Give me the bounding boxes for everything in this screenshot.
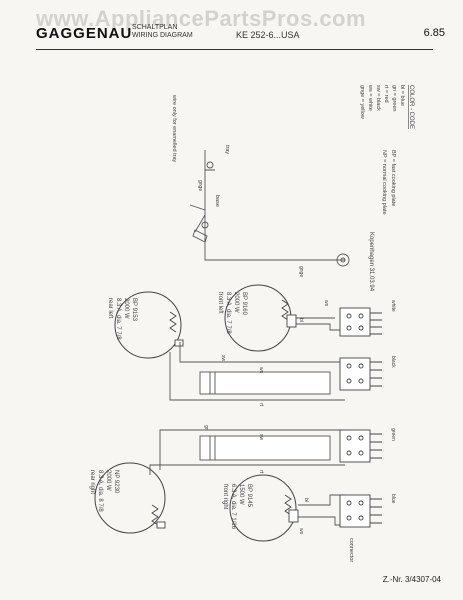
wire-label-ws-3: ws xyxy=(298,528,304,535)
svg-text:front left: front left xyxy=(217,292,223,314)
switches xyxy=(339,307,382,528)
page-header: GAGGENAU SCHALTPLAN WIRING DIAGRAM KE 25… xyxy=(36,22,445,48)
notes: BP = fast cooking plate NP = normal cook… xyxy=(381,150,396,215)
color-code-rt: rt = red xyxy=(383,85,389,103)
wire-label-sw-1: sw xyxy=(220,355,226,362)
svg-text:8.3 A, dia. 7 7/8: 8.3 A, dia. 7 7/8 xyxy=(115,298,121,340)
watermark: www.AppliancePartsPros.com xyxy=(36,6,367,31)
base-label: base xyxy=(214,195,220,207)
wire-label-ws: ws xyxy=(323,300,329,307)
model-number: KE 252-6...USA xyxy=(236,30,300,40)
color-code-gnge: gnge = yellow xyxy=(359,85,365,119)
note-np: NP = normal cooking plate xyxy=(381,150,387,215)
burner-rear-right xyxy=(94,462,166,534)
note-bp: BP = fast cooking plate xyxy=(390,150,396,206)
svg-text:8.3 A, dia. 7 7/8: 8.3 A, dia. 7 7/8 xyxy=(225,292,231,334)
wire-label-bl-1: bl xyxy=(298,318,304,322)
side-label-green: green xyxy=(390,428,396,441)
svg-text:rear right: rear right xyxy=(89,470,95,494)
location-date: Kopenhagen 31.03.94 xyxy=(368,232,374,292)
svg-text:front right: front right xyxy=(222,484,228,510)
burner-rear-left-label: BP 9153 2000 W 8.3 A, dia. 7 7/8 rear le… xyxy=(107,298,137,340)
side-label-black: black xyxy=(390,356,396,368)
svg-text:2000 W: 2000 W xyxy=(123,298,129,319)
burner-front-left-label: BP 9160 2000 W 8.3 A, dia. 7 7/8 front l… xyxy=(217,292,247,334)
color-code-title: COLOR - CODE xyxy=(408,85,414,129)
ground-wiring xyxy=(189,150,350,267)
connector-label: connector xyxy=(348,538,354,562)
page-number: 6.85 xyxy=(423,27,445,39)
svg-text:1500 W: 1500 W xyxy=(238,484,244,505)
burner-front-right-label: BP 9145 1500 W 6.3 A, dia. 7 1/16 front … xyxy=(222,484,252,530)
header-title: SCHALTPLAN WIRING DIAGRAM xyxy=(132,24,193,40)
tray-note: wire only for enamelled tray xyxy=(171,94,177,163)
burner-rear-left xyxy=(114,291,182,359)
svg-text:6.3 A, dia. 7 1/16: 6.3 A, dia. 7 1/16 xyxy=(230,484,236,530)
burner-front-right xyxy=(229,474,297,542)
gnge-label-1: gnge xyxy=(197,180,203,191)
wire-label-gn: gn xyxy=(203,425,209,431)
svg-text:8.3 A, dia. 8 7/8: 8.3 A, dia. 8 7/8 xyxy=(97,470,103,512)
color-code-sw: sw = black xyxy=(375,85,381,111)
switch-2 xyxy=(339,357,382,391)
side-label-blue: blue xyxy=(390,494,396,504)
header-title-line2: WIRING DIAGRAM xyxy=(132,32,193,39)
svg-text:NP 9230: NP 9230 xyxy=(113,470,119,494)
header-title-line1: SCHALTPLAN xyxy=(132,24,178,31)
color-code-bl: bl = blue xyxy=(399,85,405,106)
gnge-label-2: gnge xyxy=(298,266,304,277)
wire-label-bl-2: bl xyxy=(303,498,309,502)
burner-rear-right-label: NP 9230 2000 W 8.3 A, dia. 8 7/8 rear ri… xyxy=(89,470,119,512)
burners xyxy=(94,284,297,542)
wire-label-rt-1: rt xyxy=(258,403,264,407)
svg-text:BP 9145: BP 9145 xyxy=(246,484,252,508)
tray-label: tray xyxy=(224,145,230,154)
switch-4 xyxy=(339,494,382,528)
wire-label-sw-2: sw xyxy=(258,434,264,441)
side-label-white: white xyxy=(390,300,396,312)
wire-label-rt-2: rt xyxy=(258,470,264,474)
svg-text:rear left: rear left xyxy=(107,298,113,319)
color-code-ws: ws = white xyxy=(367,84,373,111)
brand-logo: GAGGENAU xyxy=(36,25,133,42)
svg-text:BP 9153: BP 9153 xyxy=(131,298,137,322)
document-reference: Z.-Nr. 3/4307-04 xyxy=(382,575,441,584)
svg-text:BP 9160: BP 9160 xyxy=(241,292,247,316)
header-rule xyxy=(36,49,433,50)
wire-label-ws-2: ws xyxy=(258,367,264,374)
color-code-legend: COLOR - CODE bl = blue gn = green rt = r… xyxy=(359,84,414,129)
switch-1 xyxy=(339,307,382,337)
svg-text:2000 W: 2000 W xyxy=(233,292,239,313)
svg-text:2000 W: 2000 W xyxy=(105,470,111,491)
switch-3 xyxy=(339,429,382,463)
color-code-gn: gn = green xyxy=(391,85,397,111)
